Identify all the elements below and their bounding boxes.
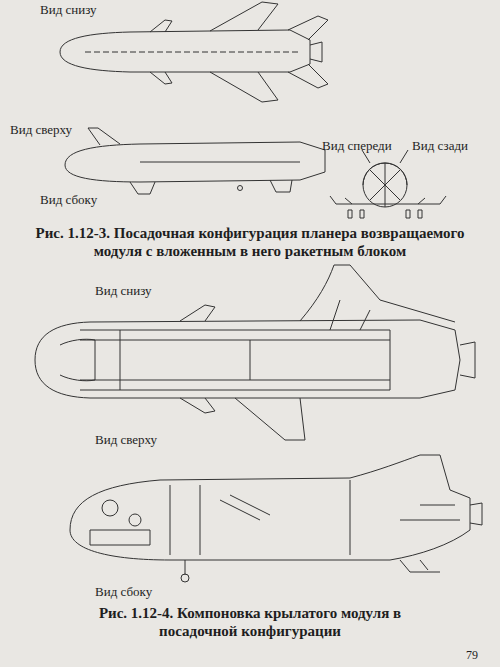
- glider-bottom-view: [60, 2, 328, 102]
- view-label: Вид снизу: [95, 283, 152, 299]
- view-label: Вид снизу: [40, 2, 97, 18]
- figure-caption: Рис. 1.12-3. Посадочная конфигурация пла…: [20, 224, 480, 260]
- view-label: Вид сзади: [412, 138, 468, 154]
- winged-module-side-view: [70, 455, 482, 582]
- glider-front-rear-view: [330, 150, 446, 218]
- view-label: Вид спереди: [322, 138, 392, 154]
- figure-caption: Рис. 1.12-4. Компоновка крылатого модуля…: [85, 604, 415, 640]
- glider-side-view: [65, 128, 325, 194]
- view-label: Вид сбоку: [40, 192, 97, 208]
- view-label: Вид сверху: [95, 432, 157, 448]
- view-label: Вид сбоку: [95, 584, 152, 600]
- page-number: 79: [466, 648, 478, 662]
- winged-module-plan-view: [35, 265, 475, 440]
- view-label: Вид сверху: [10, 122, 72, 138]
